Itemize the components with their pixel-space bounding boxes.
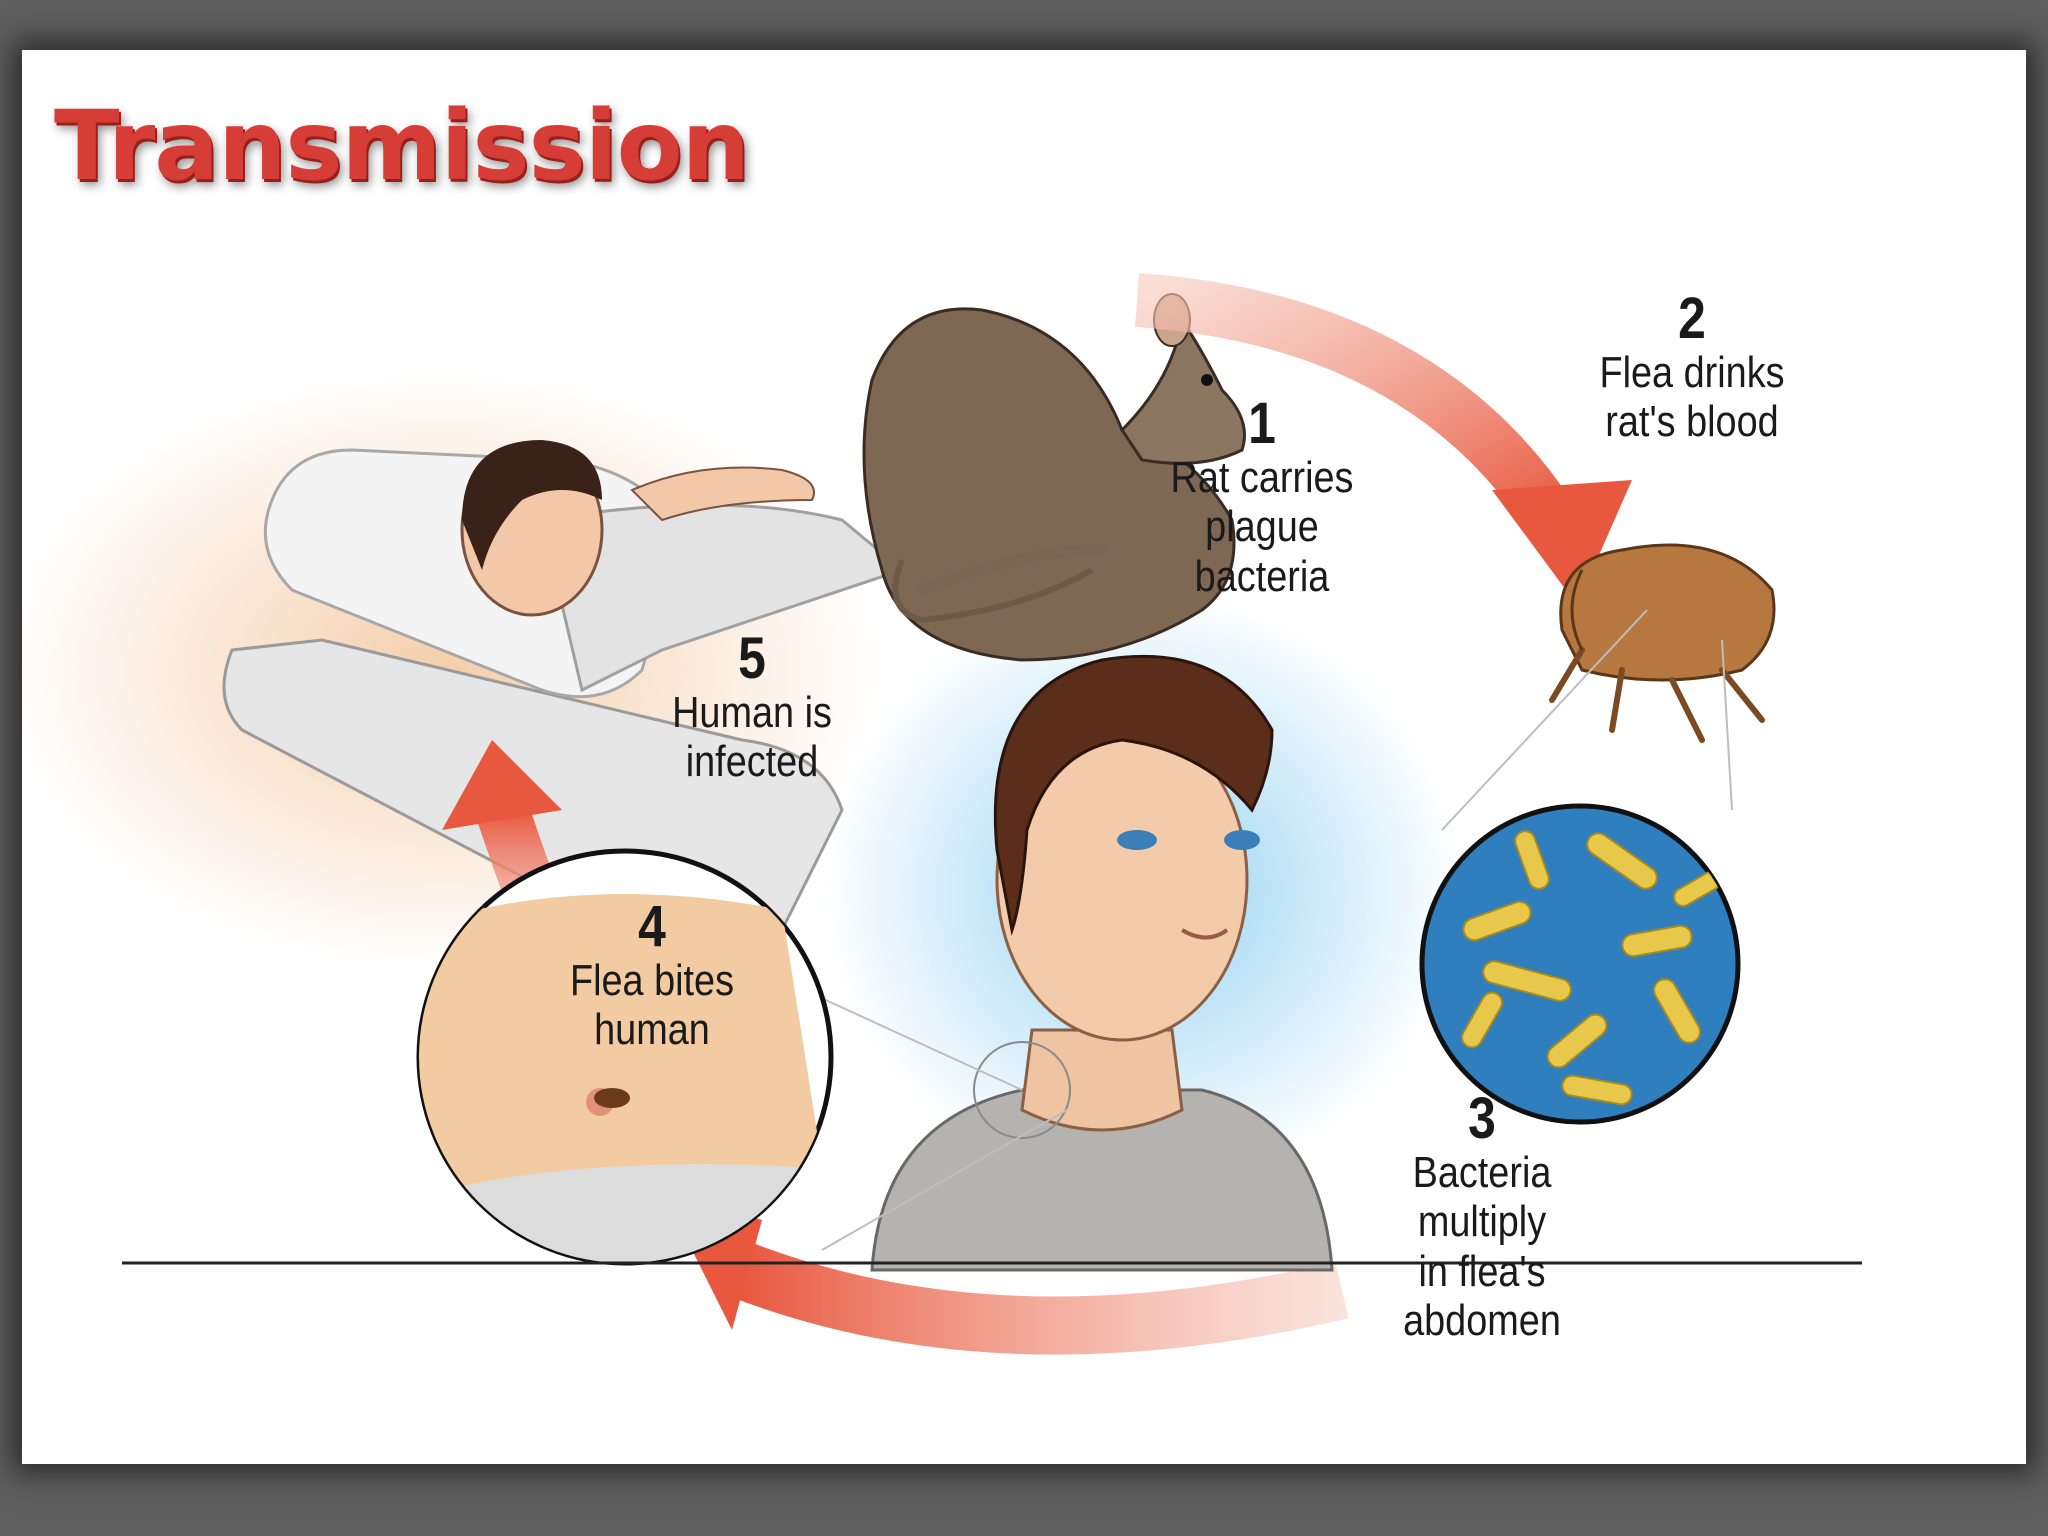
- step-2-number: 2: [1678, 286, 1706, 351]
- bacteria-magnified-icon: [1419, 803, 1741, 1125]
- step-4-label: 4 Flea bites human: [514, 898, 789, 1055]
- arrow-head-to-step-5: [442, 740, 562, 830]
- boy-portrait-icon: [870, 654, 1334, 1272]
- step-4-number: 4: [638, 894, 666, 959]
- step-3-label: 3 Bacteria multiply in flea's abdomen: [1344, 1090, 1619, 1345]
- step-2-text: Flea drinks rat's blood: [1599, 348, 1785, 447]
- step-5-number: 5: [738, 626, 766, 691]
- step-1-label: 1 Rat carries plague bacteria: [1124, 395, 1399, 601]
- slide: Transmission 1 Rat carries plague bacter…: [22, 50, 2026, 1464]
- step-5-label: 5 Human is infected: [606, 630, 898, 787]
- cycle-arrow-icon: [1135, 273, 1575, 535]
- diagram-artwork: [22, 273, 1862, 1355]
- cycle-arrow-bottom: [731, 1242, 1349, 1355]
- step-5-text: Human is infected: [672, 688, 832, 787]
- step-1-number: 1: [1248, 391, 1276, 456]
- step-4-text: Flea bites human: [569, 956, 735, 1055]
- page-title: Transmission: [54, 90, 750, 202]
- arrow-head-to-step-2: [1492, 480, 1632, 605]
- step-2-label: 2 Flea drinks rat's blood: [1580, 290, 1804, 447]
- step-3-number: 3: [1468, 1086, 1496, 1151]
- step-1-text: Rat carries plague bacteria: [1170, 453, 1354, 601]
- step-3-text: Bacteria multiply in flea's abdomen: [1403, 1148, 1561, 1345]
- magnifier-lines: [1441, 609, 1733, 831]
- flea-icon: [1549, 543, 1776, 743]
